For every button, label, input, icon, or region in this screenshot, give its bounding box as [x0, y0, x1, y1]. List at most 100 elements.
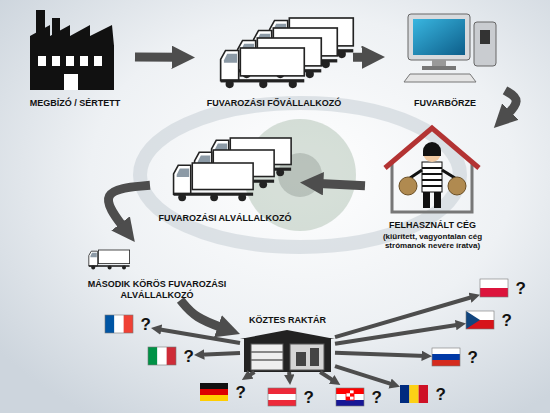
flow-arrow: [135, 52, 181, 61]
flag-stripe: [480, 279, 508, 288]
factory-body: [30, 45, 114, 90]
robber-leg: [423, 192, 430, 208]
flag-stripe: [157, 347, 166, 365]
question-mark: ?: [468, 349, 478, 366]
flow-arrow: [247, 372, 254, 377]
flag-shield-check: [346, 390, 350, 393]
factory-window: [38, 56, 46, 66]
card-reader: [474, 22, 496, 66]
flag-node: ?: [466, 308, 512, 332]
robber-cap: [423, 142, 441, 151]
warehouse-machine: [296, 352, 306, 366]
flow-arrow: [335, 324, 460, 343]
robber-stripes: [422, 168, 442, 186]
question-mark: ?: [436, 386, 446, 403]
flag-austria: [268, 388, 296, 406]
warehouse-door: [251, 344, 283, 370]
flag-stripe: [148, 347, 157, 365]
flag-poland: [480, 279, 508, 297]
node-caption: FELHASZNÁLT CÉG: [389, 220, 476, 230]
node-caption: FUVARBÖRZE: [414, 98, 476, 108]
house-icon: [385, 128, 479, 212]
warehouse-shelf: [251, 352, 283, 360]
factory-window: [66, 56, 74, 66]
warehouse-roof: [240, 330, 335, 339]
flag-triangle: [466, 311, 480, 329]
house-walls: [392, 162, 472, 212]
factory-door: [64, 74, 78, 90]
factory-window: [94, 56, 102, 66]
flag-stripe: [336, 394, 364, 400]
robber-body: [422, 162, 442, 192]
flag-stripe: [114, 315, 123, 333]
flag-stripe: [336, 388, 364, 394]
question-mark: ?: [516, 280, 526, 297]
flag-germany: [200, 383, 228, 401]
flag-stripe: [268, 400, 296, 406]
factory-icon: [30, 10, 114, 90]
truck-icon: [174, 163, 254, 201]
flow-arrow: [180, 300, 226, 329]
flag-stripe: [200, 383, 228, 389]
flag-node: ?: [336, 385, 382, 409]
flag-stripe: [200, 389, 228, 395]
monitor-screen: [413, 19, 465, 55]
flag-border: [480, 279, 508, 297]
flag-stripe: [419, 385, 428, 403]
node-caption: FUVAROZÁSI ALVÁLLALKOZÓ: [159, 213, 292, 223]
flag-stripe: [167, 347, 176, 365]
monitor-stand: [432, 60, 446, 66]
flag-border: [268, 388, 296, 406]
shell-company-node: FELHASZNÁLT CÉG (kiürített, vagyontalan c…: [365, 128, 500, 250]
flag-node: ?: [200, 380, 246, 404]
question-mark: ?: [141, 316, 151, 333]
second-subcontractor-node: MÁSODIK KÖRÖS FUVAROZÁSI ALVÁLLALKOZÓ: [82, 242, 232, 300]
flag-node: ?: [400, 382, 446, 406]
warehouse-machine: [310, 348, 319, 366]
flag-stripe: [400, 385, 409, 403]
flag-node: ?: [105, 312, 151, 336]
robber-mask: [423, 151, 441, 156]
flag-croatia: [336, 388, 364, 406]
node-note: (kiürített, vagyontalan cég strómanok ne…: [367, 232, 499, 250]
node-caption: KÖZTES RAKTÁR: [210, 315, 365, 325]
flag-stripe: [480, 288, 508, 297]
flag-stripe: [432, 348, 460, 354]
flag-border: [336, 388, 364, 406]
flag-stripe: [105, 315, 114, 333]
subcontractor-node: FUVAROZÁSI ALVÁLLALKOZÓ: [150, 135, 300, 223]
flag-node: ?: [432, 345, 478, 369]
flow-arrow: [109, 185, 150, 231]
flow-arrow: [504, 90, 516, 118]
question-mark: ?: [304, 389, 314, 406]
factory-window: [52, 56, 60, 66]
flag-shield-check: [350, 393, 354, 396]
flag-border: [432, 348, 460, 366]
flag-stripe: [268, 394, 296, 400]
keyboard: [404, 74, 476, 82]
question-mark: ?: [502, 312, 512, 329]
flow-arrow: [157, 329, 240, 343]
robber-leg: [434, 192, 441, 208]
flag-italy: [148, 347, 176, 365]
money-bag: [448, 177, 466, 195]
flow-arrow: [200, 353, 240, 355]
flow-arrow: [335, 353, 426, 356]
flag-stripe: [432, 354, 460, 360]
flag-border: [148, 347, 176, 365]
flag-russia: [432, 348, 460, 366]
question-mark: ?: [236, 384, 246, 401]
flag-stripe: [409, 385, 418, 403]
flow-arrow: [335, 366, 394, 385]
flow-arrow: [320, 372, 335, 382]
truck-icon: [89, 250, 130, 270]
client-node: MEGBÍZÓ / SÉRTETT: [15, 5, 135, 108]
flow-arrow: [353, 53, 371, 62]
flag-node: ?: [268, 385, 314, 409]
money-bag: [399, 177, 417, 195]
warehouse-node: KÖZTES RAKTÁR: [240, 330, 335, 372]
warehouse-door: [290, 344, 324, 370]
